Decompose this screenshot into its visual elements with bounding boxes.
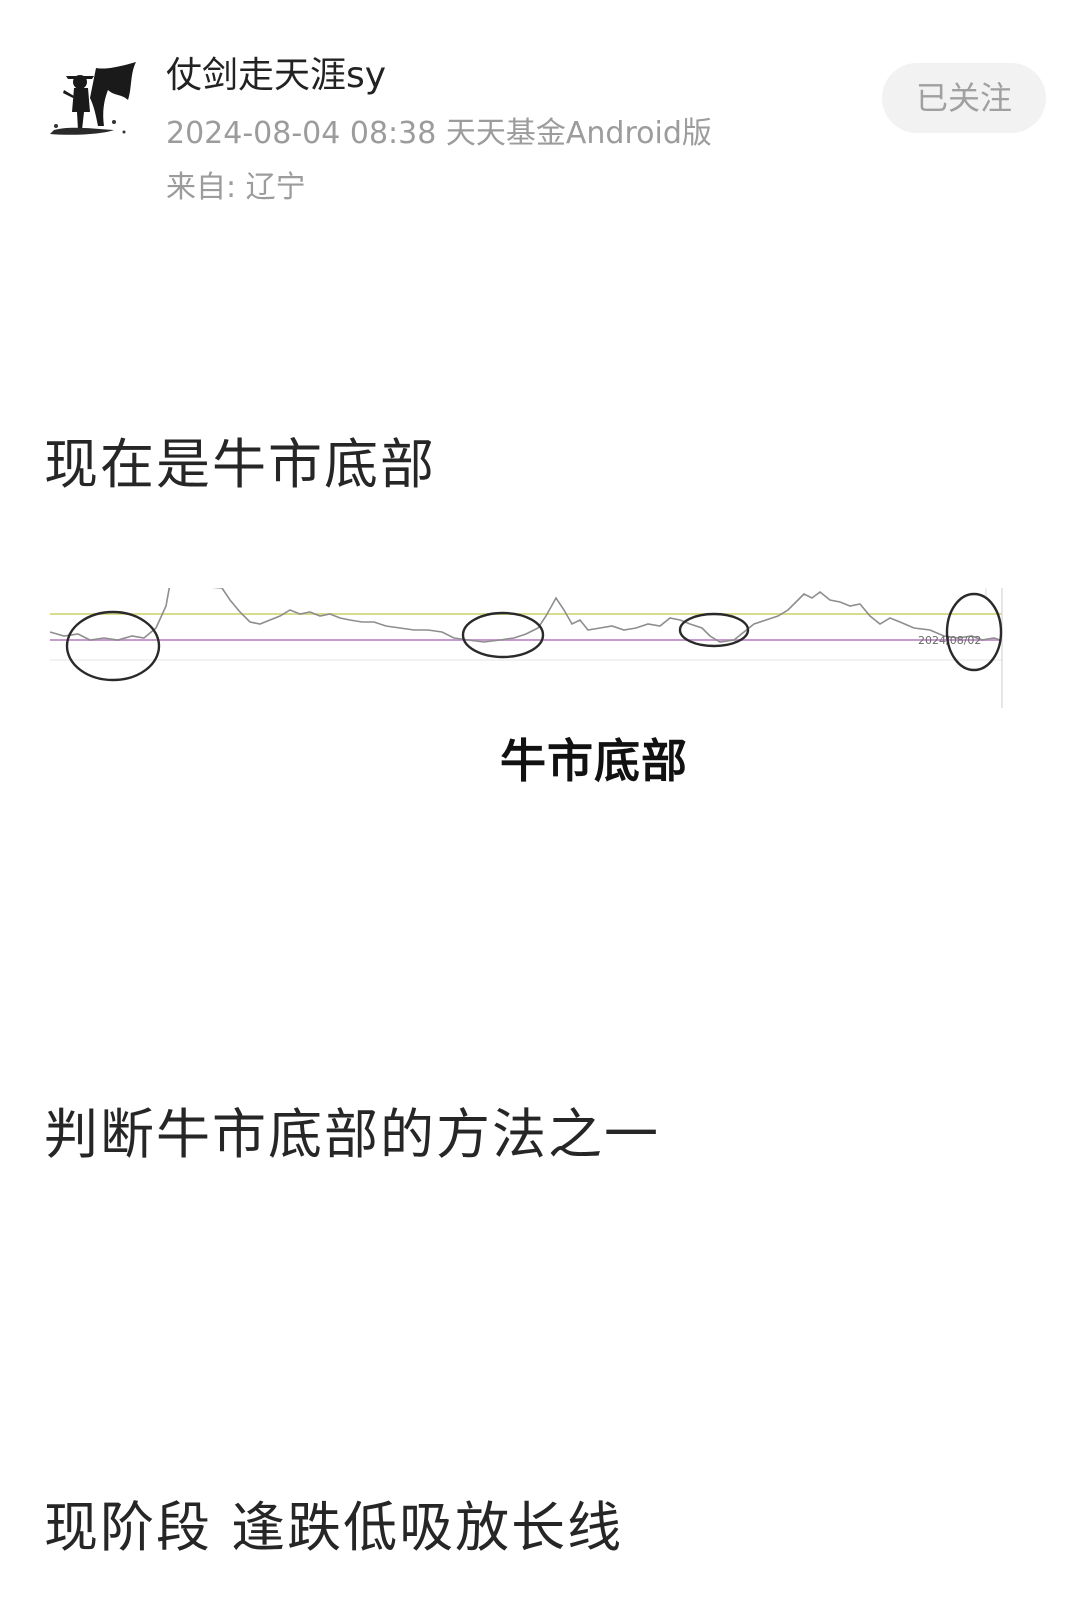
swordsman-avatar-icon — [50, 62, 136, 135]
bottom-circle-1 — [65, 610, 161, 682]
image-caption: 牛市底部 — [500, 734, 688, 788]
author-name[interactable]: 仗剑走天涯sy — [166, 55, 387, 96]
post-text-line-1: 现在是牛市底部 — [44, 433, 436, 496]
bottom-circle-3 — [678, 612, 750, 648]
bottom-circle-4 — [945, 592, 1003, 672]
post-text-line-3: 现阶段 逢跌低吸放长线 — [44, 1496, 624, 1559]
post-location: 来自: 辽宁 — [166, 170, 306, 205]
chart-date-label: 2024/08/02 — [918, 634, 981, 647]
avatar[interactable] — [44, 60, 138, 140]
bottom-circle-2 — [461, 611, 545, 659]
post-text-line-2: 判断牛市底部的方法之一 — [44, 1103, 660, 1166]
follow-button[interactable]: 已关注 — [882, 63, 1046, 133]
series-line — [49, 588, 1001, 643]
post-timestamp-source: 2024-08-04 08:38 天天基金Android版 — [166, 116, 712, 151]
post-image-chart[interactable]: 2024/08/02 — [44, 588, 1044, 798]
